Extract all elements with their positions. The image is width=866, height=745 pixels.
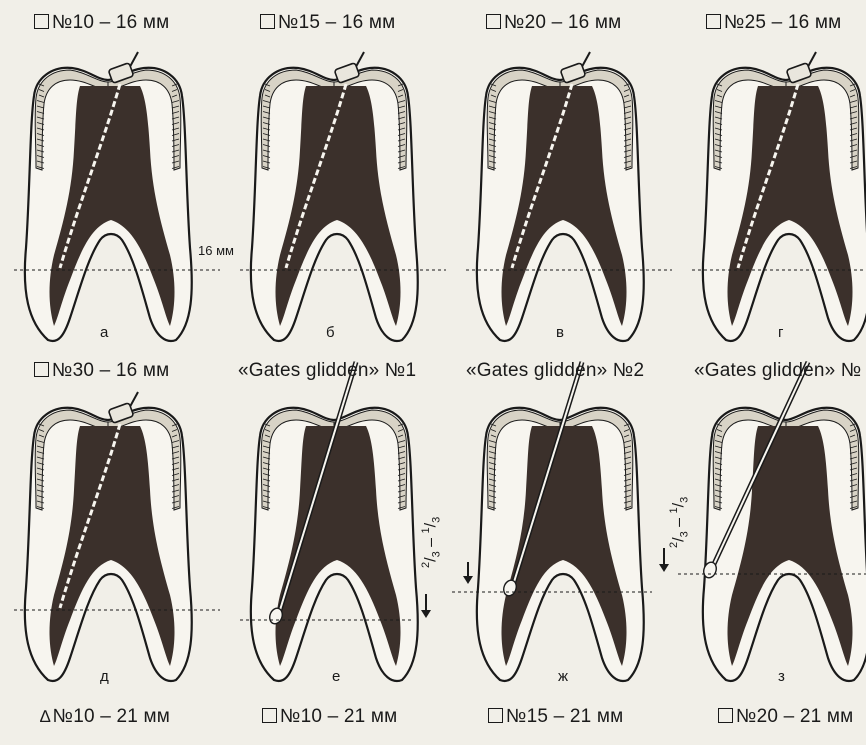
enamel-hatching: [714, 423, 858, 509]
enamel-hatching: [36, 83, 180, 169]
checkbox-icon: [260, 14, 275, 29]
fraction-annotation-z: 2/3 – 1/3: [668, 496, 691, 548]
checkbox-icon: [488, 708, 503, 723]
panel-d-bottom-label: ∆№10 – 21 мм: [40, 706, 170, 727]
panel-letter-d: д: [100, 668, 109, 685]
panel-z-label: «Gates glidden» №: [694, 360, 862, 381]
rubber-stopper-icon: [560, 62, 586, 84]
checkbox-icon: [34, 362, 49, 377]
tooth-e: [240, 361, 431, 683]
gates-glidden-drill: [269, 361, 359, 625]
drill-head-icon: [703, 561, 717, 579]
rubber-stopper-icon: [334, 62, 360, 84]
rubber-stopper-icon: [108, 402, 134, 424]
panel-letter-e: е: [332, 668, 341, 685]
endo-file: [736, 51, 817, 269]
panel-z-bottom-label: №20 – 21 мм: [718, 706, 853, 728]
enamel-hatching: [488, 423, 632, 509]
endo-file: [58, 51, 139, 269]
depth-label: 16 мм: [198, 243, 234, 258]
panel-letter-v: в: [556, 324, 564, 341]
tooth-d: [14, 391, 220, 683]
endo-file: [510, 51, 591, 269]
tooth-g: [692, 51, 866, 343]
panel-e-bottom-label: №10 – 21 мм: [262, 706, 397, 728]
panel-d-label: №30 – 16 мм: [34, 360, 169, 382]
panel-letter-zh: ж: [558, 668, 569, 685]
checkbox-icon: [706, 14, 721, 29]
tooth-a: [14, 51, 220, 343]
panel-e-label: «Gates glidden» №1: [238, 360, 417, 381]
panel-letter-a: а: [100, 324, 109, 341]
panel-a-label: №10 – 16 мм: [34, 12, 169, 34]
rubber-stopper-icon: [786, 62, 812, 84]
endo-file: [58, 391, 139, 609]
panel-letter-z: з: [778, 668, 785, 685]
fraction-annotation-e: 2/3 – 1/3: [420, 516, 443, 568]
checkbox-icon: [718, 708, 733, 723]
panel-b-label: №15 – 16 мм: [260, 12, 395, 34]
enamel-hatching: [36, 423, 180, 509]
tooth-zh: [452, 361, 652, 683]
enamel-hatching: [262, 423, 406, 509]
checkbox-icon: [34, 14, 49, 29]
panel-g-label: №25 – 16 мм: [706, 12, 841, 34]
rubber-stopper-icon: [108, 62, 134, 84]
panel-letter-b: б: [326, 324, 335, 341]
enamel-hatching: [488, 83, 632, 169]
checkbox-icon: [262, 708, 277, 723]
panel-zh-label: «Gates glidden» №2: [466, 360, 645, 381]
endo-file: [284, 51, 365, 269]
panel-zh-bottom-label: №15 – 21 мм: [488, 706, 623, 728]
tooth-b: [240, 51, 446, 343]
triangle-icon: ∆: [40, 707, 51, 726]
panel-v-label: №20 – 16 мм: [486, 12, 621, 34]
gates-glidden-drill: [703, 360, 811, 579]
enamel-hatching: [262, 83, 406, 169]
tooth-v: [466, 51, 672, 343]
tooth-z: [659, 360, 866, 683]
enamel-hatching: [714, 83, 858, 169]
checkbox-icon: [486, 14, 501, 29]
panel-letter-g: г: [778, 324, 784, 341]
